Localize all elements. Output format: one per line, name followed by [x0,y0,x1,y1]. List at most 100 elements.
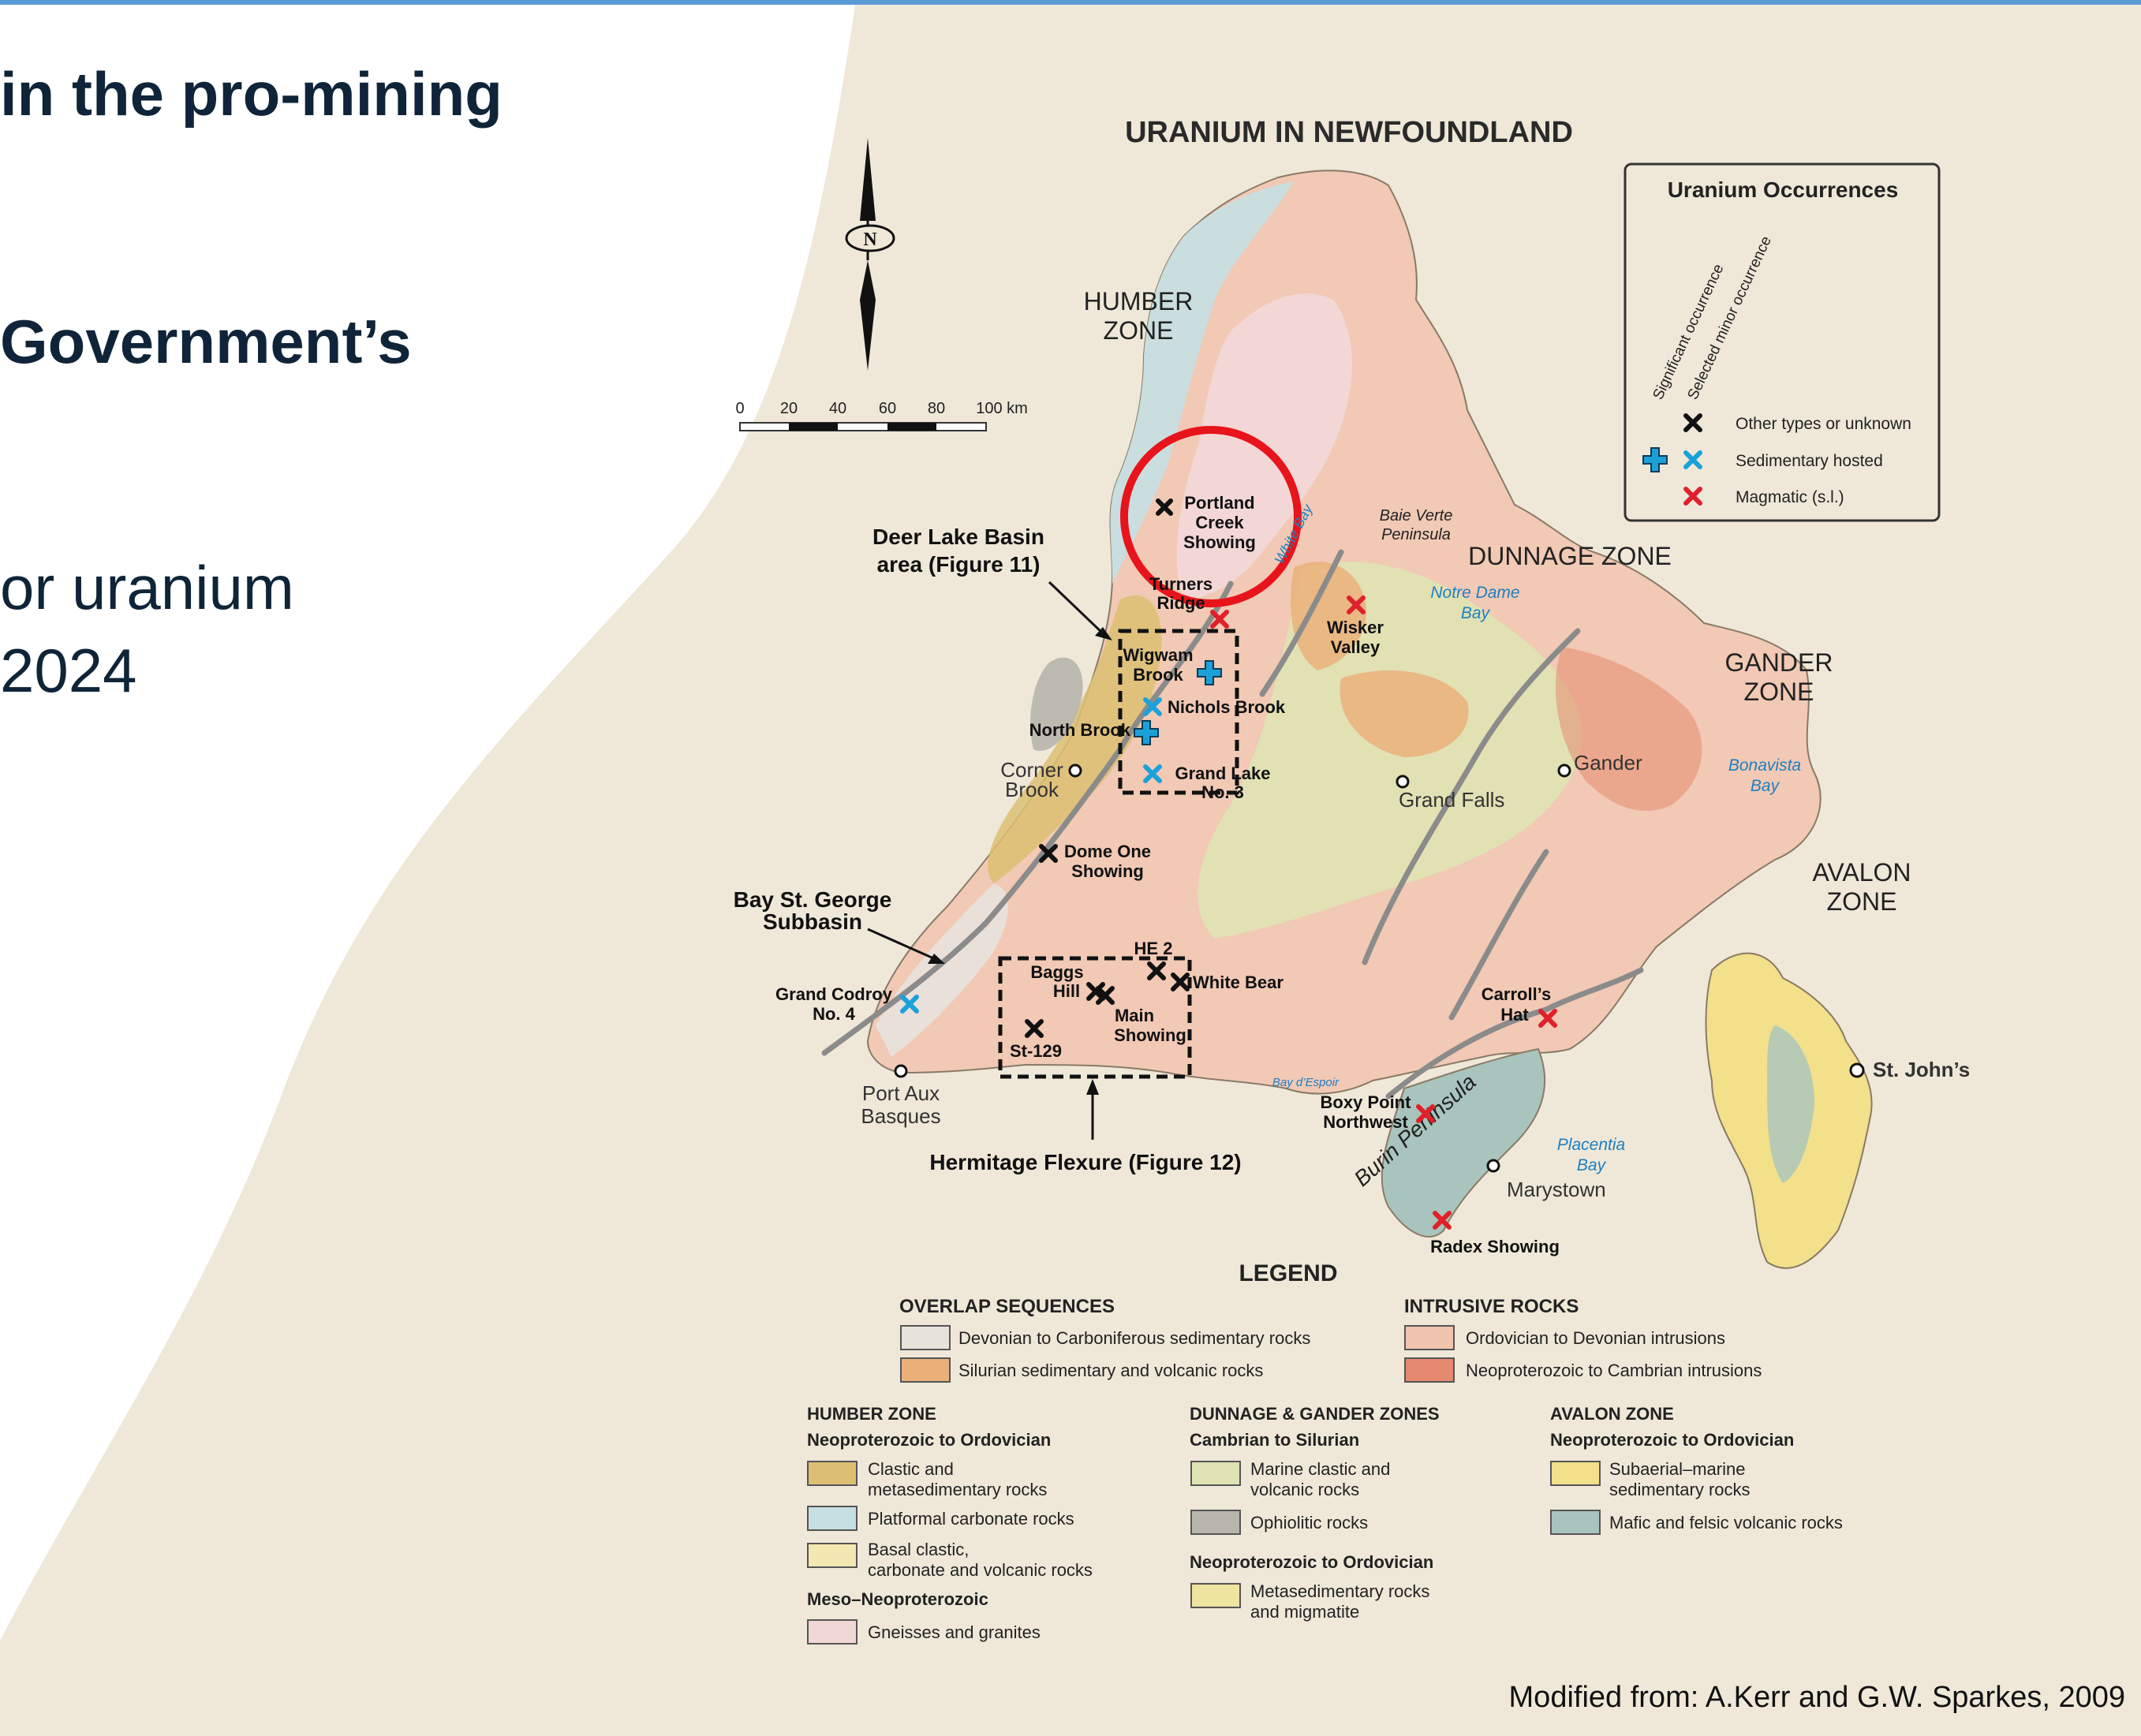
arrowhead-hermitage [1086,1079,1099,1095]
label-white-bear: White Bear [1193,973,1283,992]
legend-x-cyan [1683,450,1702,469]
marker-st-129 [1025,1019,1044,1038]
swatch-humber-clastic [807,1461,858,1486]
marker-north-brook [1134,720,1159,745]
legend-title: LEGEND [1239,1260,1337,1286]
label-turners-ridge-2: Ridge [1156,593,1205,613]
legend-avalon-item-2: Mafic and felsic volcanic rocks [1609,1513,1843,1533]
swatch-humber-carbonate [807,1506,858,1531]
town-port-aux-basques-line-2: Basques [861,1104,940,1128]
marker-boxy-point [1416,1104,1435,1123]
zone-dunnage-line-1: DUNNAGE ZONE [1468,542,1672,570]
legend-avalon-group-1: Neoproterozoic to Ordovician [1550,1430,1794,1450]
arrowhead-bay-st-george [928,954,945,964]
occurrence-legend: Uranium Occurrences Significant occurren… [1623,162,1941,522]
town-grand-falls: Grand Falls [1399,788,1504,812]
swatch-humber-basal [807,1543,858,1568]
silurian-patch-1 [1291,562,1366,670]
scale-bar: 0 20 40 60 80 100 km [735,400,1028,431]
legend-overlap-title: OVERLAP SEQUENCES [899,1296,1115,1317]
label-dome-one-1: Dome One [1064,842,1151,861]
water-notre-dame-line-1: Notre Dame [1430,584,1519,602]
silurian-patch-2 [1340,670,1469,757]
marker-baggs-hill [1086,982,1115,1005]
town-marker-port-aux-basques [894,1064,908,1078]
marker-dome-one [1039,844,1058,863]
town-marker-corner-brook [1068,763,1082,778]
burin-peninsula [1381,1047,1545,1238]
towns: Corner Brook Grand Falls Gander Port Aux… [861,751,1970,1201]
zone-avalon-line-2: ZONE [1827,887,1897,916]
legend-overlap-item-2: Silurian sedimentary and volcanic rocks [958,1361,1263,1380]
swatch-silurian [900,1357,951,1383]
swatch-neo-camb-intrusion [1404,1357,1455,1383]
zone-gander-line-2: ZONE [1744,678,1814,706]
label-grand-lake-2: No. 3 [1201,782,1244,802]
occurrence-labels: Portland Creek Showing Turners Ridge Wis… [775,493,1560,1256]
legend-humber-item-4: Gneisses and granites [868,1622,1041,1642]
legend-dunnage-group-1: Cambrian to Silurian [1190,1430,1359,1450]
marker-he-2 [1147,961,1166,980]
zone-gander-line-1: GANDER [1725,648,1833,677]
legend-dunnage-item-2: Ophiolitic rocks [1250,1513,1368,1533]
zone-humber-line-2: ZONE [1104,316,1174,345]
label-portland-creek-3: Showing [1183,532,1256,552]
town-marker-grand-falls [1396,775,1410,789]
legend-intrusive-item-2: Neoproterozoic to Cambrian intrusions [1466,1361,1762,1380]
town-port-aux-basques-line-1: Port Aux [862,1081,940,1105]
occurrence-legend-title: Uranium Occurrences [1668,177,1899,202]
area-bay-st-george-line-1: Bay St. George [734,887,892,912]
peninsula-baie-verte-line-2: Peninsula [1381,526,1451,543]
town-corner-brook-line-1: Corner [1000,758,1063,782]
north-arrow: N [845,138,895,371]
label-carrolls-hat-1: Carroll’s [1482,984,1551,1004]
swatch-devonian-carb [900,1325,951,1350]
peninsula-baie-verte-line-1: Baie Verte [1380,507,1453,525]
label-boxy-point-1: Boxy Point [1321,1092,1412,1112]
label-main-showing-2: Showing [1114,1025,1186,1045]
scale-tick-80: 80 [928,400,945,417]
legend-intrusive-item-1: Ordovician to Devonian intrusions [1466,1328,1725,1348]
water-bay-despoir: Bay d’Espoir [1272,1076,1340,1089]
legend-row-sedimentary: Sedimentary hosted [1736,452,1883,470]
label-baggs-hill-2: Hill [1053,981,1080,1001]
slide-heading-line-1: in the pro-mining [0,59,503,129]
legend-row-magmatic: Magmatic (s.l.) [1736,488,1844,506]
slide-body-line-2: 2024 [0,636,137,705]
water-notre-dame-line-2: Bay [1461,604,1491,622]
area-deer-lake-line-1: Deer Lake Basin [872,525,1044,549]
legend-x-red [1683,487,1702,506]
town-marystown: Marystown [1507,1178,1606,1201]
label-portland-creek-2: Creek [1195,513,1244,532]
label-wigwam-brook-2: Brook [1133,665,1183,685]
town-st-johns: St. John’s [1873,1058,1970,1081]
label-grand-lake-1: Grand Lake [1175,763,1270,783]
area-hermitage: Hermitage Flexure (Figure 12) [929,1150,1241,1174]
zone-labels: HUMBER ZONE DUNNAGE ZONE GANDER ZONE AVA… [1084,287,1911,916]
scale-tick-20: 20 [780,400,798,417]
water-placentia-line-2: Bay [1577,1156,1607,1174]
legend-avalon-title: AVALON ZONE [1550,1404,1674,1424]
legend-row-other: Other types or unknown [1736,415,1911,433]
label-st-129: St-129 [1010,1041,1062,1061]
marker-radex [1433,1211,1452,1230]
legend-humber-group-2: Meso–Neoproterozoic [807,1589,988,1609]
label-wigwam-brook-1: Wigwam [1123,645,1193,665]
significant-markers [1134,660,1222,745]
carboniferous-st-george [876,883,1009,1057]
scale-tick-40: 40 [829,400,846,417]
label-north-brook: North Brook [1029,720,1131,740]
swatch-avalon-sedimentary [1550,1461,1601,1486]
swatch-dunnage-marine [1190,1461,1241,1486]
label-wisker-valley-1: Wisker [1327,618,1384,637]
water-bonavista-line-1: Bonavista [1728,756,1801,775]
label-portland-creek-1: Portland [1184,493,1254,513]
rock-legend: LEGEND OVERLAP SEQUENCES Devonian to Car… [807,1260,1843,1645]
occurrence-markers [900,498,1557,1230]
town-marker-marystown [1486,1159,1500,1173]
marker-grand-codroy [900,995,919,1014]
north-label: N [863,230,877,250]
